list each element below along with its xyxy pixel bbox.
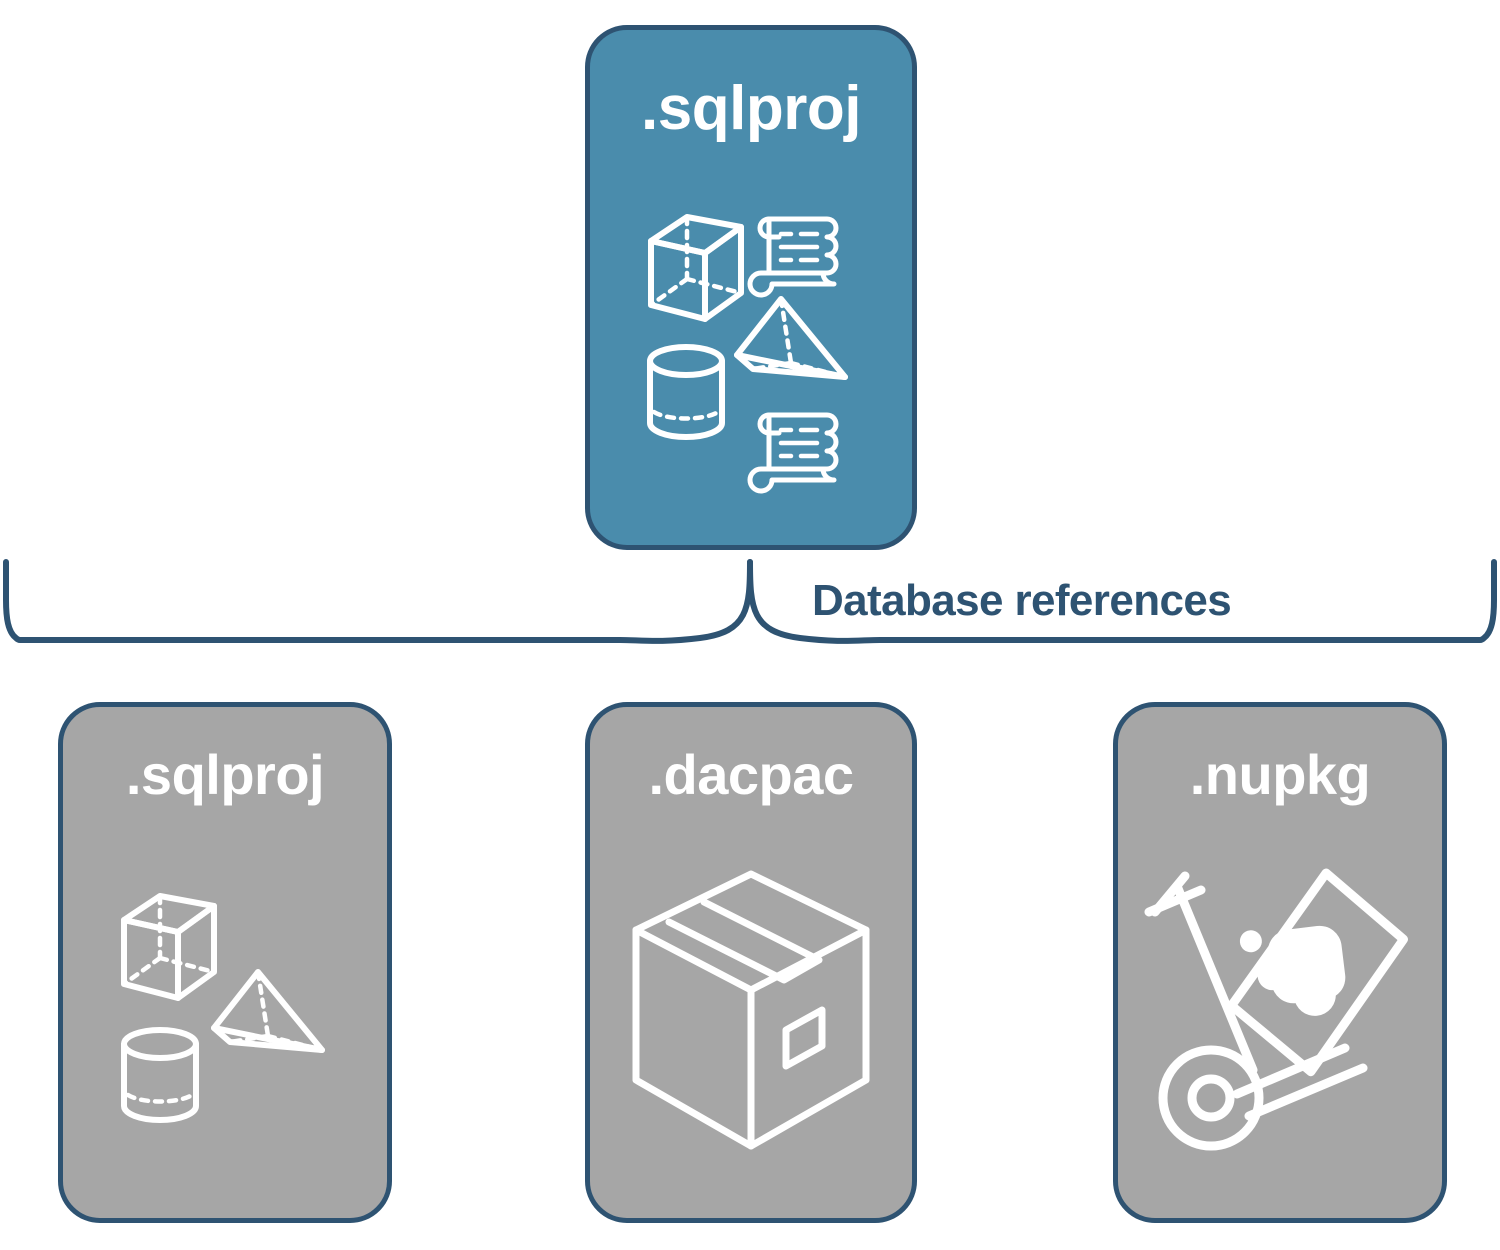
sqlproj-ref-shapes-group xyxy=(121,892,325,1123)
node-nupkg[interactable]: .nupkg xyxy=(1113,702,1447,1223)
scroll-document-icon xyxy=(747,216,839,297)
cube-wireframe-icon xyxy=(121,892,217,1001)
node-sqlproj-root-artwork xyxy=(590,140,912,545)
node-dacpac-label: .dacpac xyxy=(648,743,854,806)
node-sqlproj-reference-artwork xyxy=(63,803,387,1218)
cube-wireframe-icon xyxy=(648,213,744,322)
cylinder-wireframe-icon xyxy=(121,1026,199,1123)
node-nupkg-label: .nupkg xyxy=(1189,743,1371,806)
node-sqlproj-reference-label: .sqlproj xyxy=(125,743,325,806)
package-box-icon xyxy=(632,870,870,1150)
database-references-brace xyxy=(2,559,1497,644)
database-references-label: Database references xyxy=(812,576,1232,625)
node-sqlproj-root[interactable]: .sqlproj xyxy=(585,25,917,550)
cylinder-wireframe-icon xyxy=(647,343,725,440)
node-sqlproj-reference[interactable]: .sqlproj xyxy=(58,702,392,1223)
node-nupkg-artwork xyxy=(1118,803,1442,1218)
sqlproj-shapes-group xyxy=(647,213,848,493)
node-dacpac-artwork xyxy=(590,803,912,1218)
pyramid-wireframe-icon xyxy=(734,295,848,380)
scroll-document-icon xyxy=(747,412,839,493)
node-sqlproj-root-label: .sqlproj xyxy=(641,74,861,143)
node-dacpac[interactable]: .dacpac xyxy=(585,702,917,1223)
hand-truck-package-icon xyxy=(1144,868,1409,1150)
pyramid-wireframe-icon xyxy=(211,968,325,1053)
